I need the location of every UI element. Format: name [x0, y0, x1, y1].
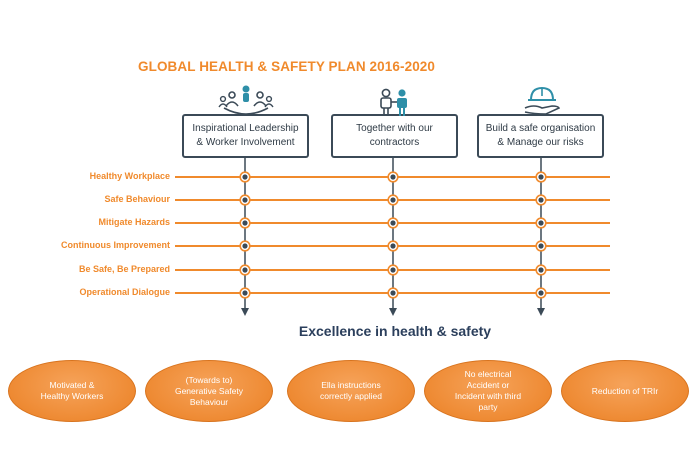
- pillar-label: Inspirational Leadership & Worker Involv…: [192, 123, 299, 148]
- row-label-healthy-workplace: Healthy Workplace: [89, 171, 170, 181]
- excellence-heading: Excellence in health & safety: [298, 323, 492, 339]
- row-label-be-safe: Be Safe, Be Prepared: [78, 264, 170, 274]
- node-dot: [390, 290, 396, 296]
- arrow-down-icon: [537, 308, 545, 316]
- two-people-icon: [380, 88, 407, 116]
- node-dot: [390, 174, 396, 180]
- row-label-operational-dialogue: Operational Dialogue: [79, 287, 170, 297]
- node-dot: [538, 197, 544, 203]
- page-title: GLOBAL HEALTH & SAFETY PLAN 2016-2020: [138, 59, 436, 74]
- node-dot: [538, 220, 544, 226]
- outcome-generative-safety: (Towards to) Generative Safety Behaviour: [145, 360, 273, 422]
- outcome-reduction-trir: Reduction of TRIr: [561, 360, 689, 422]
- node-dot: [390, 197, 396, 203]
- node-dot: [242, 290, 248, 296]
- pillar-leadership: Inspirational Leadership & Worker Involv…: [182, 114, 309, 158]
- node-dot: [538, 243, 544, 249]
- row-label-mitigate-hazards: Mitigate Hazards: [98, 217, 170, 227]
- pillar-label: Together with our contractors: [356, 123, 433, 148]
- pillar-safe-organisation: Build a safe organisation & Manage our r…: [477, 114, 604, 158]
- outcome-label: Motivated & Healthy Workers: [40, 380, 104, 401]
- row-label-safe-behaviour: Safe Behaviour: [104, 194, 170, 204]
- node-dot: [242, 243, 248, 249]
- node-dot: [538, 290, 544, 296]
- node-dot: [242, 220, 248, 226]
- node-dot: [538, 174, 544, 180]
- outcome-label: Ella instructions correctly applied: [320, 380, 382, 401]
- node-dot: [390, 243, 396, 249]
- outcome-label: Reduction of TRIr: [591, 385, 659, 396]
- outcome-label: No electrical Accident or Incident with …: [454, 369, 522, 412]
- node-dot: [390, 267, 396, 273]
- node-dot: [242, 267, 248, 273]
- hardhat-hand-icon: [524, 86, 561, 115]
- pillar-contractors: Together with our contractors: [331, 114, 458, 158]
- outcome-label: (Towards to) Generative Safety Behaviour: [174, 374, 244, 407]
- node-dot: [242, 197, 248, 203]
- group-people-icon: [218, 85, 274, 115]
- outcome-no-electrical-accident: No electrical Accident or Incident with …: [424, 360, 552, 422]
- outcome-motivated-workers: Motivated & Healthy Workers: [8, 360, 136, 422]
- row-label-continuous-improvement: Continuous Improvement: [60, 240, 170, 250]
- arrow-down-icon: [241, 308, 249, 316]
- node-dot: [538, 267, 544, 273]
- arrow-down-icon: [389, 308, 397, 316]
- node-dot: [242, 174, 248, 180]
- outcome-ella-instructions: Ella instructions correctly applied: [287, 360, 415, 422]
- node-dot: [390, 220, 396, 226]
- pillar-label: Build a safe organisation & Manage our r…: [485, 123, 596, 148]
